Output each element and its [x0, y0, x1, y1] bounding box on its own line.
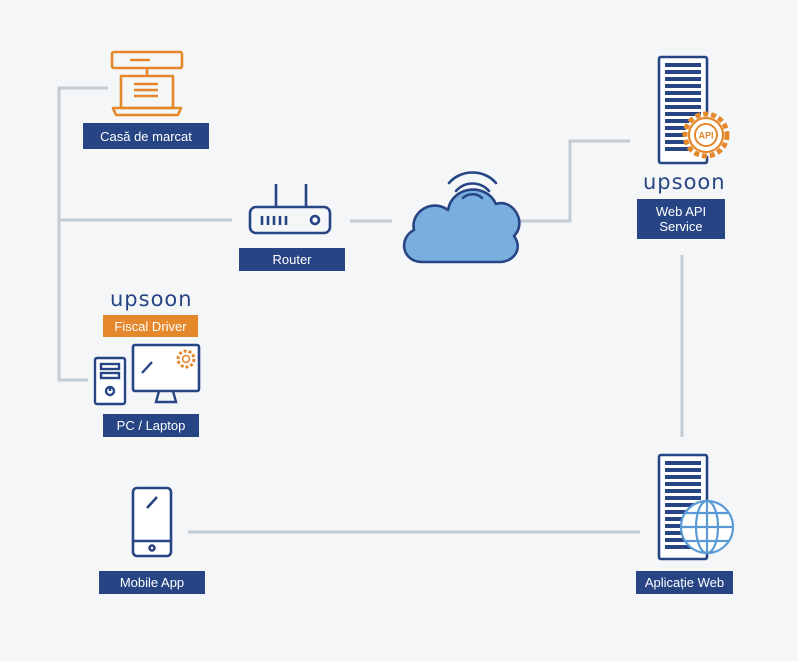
monitor-icon: [131, 343, 201, 404]
api-badge-text: API: [698, 131, 713, 141]
web-api-label-line1: Web API: [655, 204, 707, 219]
connector-left-bus: [57, 86, 108, 382]
cash-register-icon: [110, 50, 184, 117]
web-app-label: Aplicație Web: [636, 571, 733, 594]
fiscal-driver-label: Fiscal Driver: [103, 315, 198, 337]
router-label: Router: [239, 248, 345, 271]
router-icon: [248, 184, 332, 235]
connector-lines: [57, 86, 684, 534]
cash-register-label: Casă de marcat: [83, 123, 209, 149]
web-api-label-line2: Service: [659, 219, 703, 234]
mobile-app-label: Mobile App: [99, 571, 205, 594]
connector-cloud-api: [518, 139, 630, 223]
settings-gear-icon: [176, 349, 196, 369]
web-api-label: Web API Service: [637, 199, 725, 239]
server-globe-icon: [657, 453, 735, 561]
web-api-brand-logo: upsoon: [643, 170, 726, 194]
pc-laptop-label: PC / Laptop: [103, 414, 199, 437]
globe-icon: [679, 499, 735, 555]
pc-tower-icon: [93, 356, 127, 406]
gear-icon: API: [682, 111, 730, 159]
server-api-icon: API: [657, 55, 730, 165]
fiscal-driver-brand-logo: upsoon: [110, 287, 193, 311]
cloud-icon: [402, 171, 521, 264]
smartphone-icon: [131, 486, 173, 558]
